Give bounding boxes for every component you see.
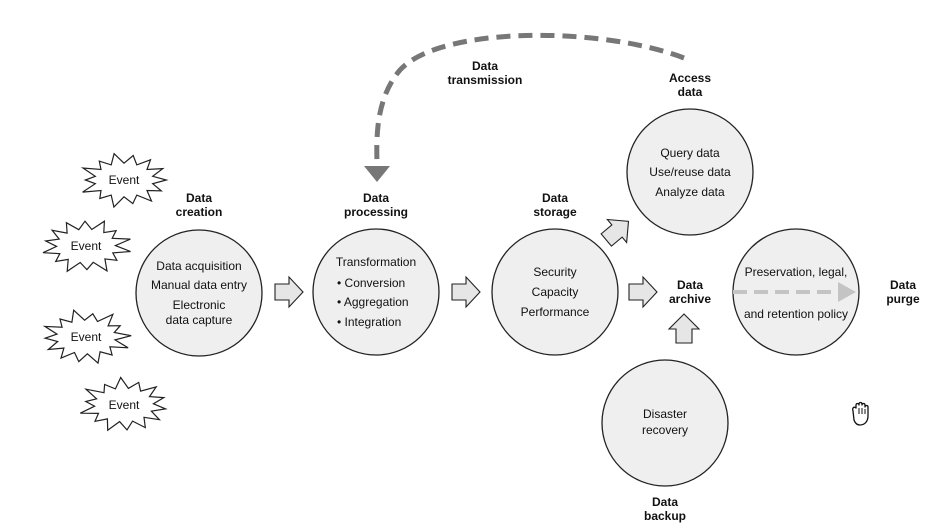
archive-title-2: archive [669,292,711,306]
processing-line-3: • Aggregation [337,295,409,309]
arrow-processing-to-storage [451,275,481,309]
storage-line-2: Capacity [532,285,579,299]
storage-title-2: storage [533,205,577,219]
storage-line-1: Security [533,265,576,279]
access-line-1: Query data [660,146,720,160]
backup-line-2: recovery [642,423,688,437]
archive-line-1: Preservation, legal, [745,265,848,279]
storage-title-1: Data [542,191,568,205]
archive-title-1: Data [677,278,703,292]
backup-circle [601,359,729,487]
arrow-creation-to-processing [274,275,304,309]
purge-title-2: purge [886,292,920,306]
creation-line-2: Manual data entry [151,278,247,292]
processing-title-1: Data [363,191,389,205]
hand-grab-icon [852,401,869,426]
access-line-2: Use/reuse data [649,165,731,179]
processing-line-2: • Conversion [337,276,405,290]
event-label-2: Event [71,239,102,253]
arrow-backup-to-archive [667,313,701,344]
event-label-1: Event [109,173,140,187]
processing-circle [312,228,440,356]
access-line-3: Analyze data [655,185,725,199]
storage-circle [491,228,619,356]
storage-line-3: Performance [521,305,590,319]
backup-title-2: backup [644,509,686,523]
access-title-1: Access [669,71,711,85]
creation-line-4: data capture [166,313,233,327]
transmission-arrow [364,32,685,182]
event-burst-3: Event [42,308,132,365]
backup-title-1: Data [652,495,678,509]
transmission-title-2: transmission [448,73,523,87]
processing-line-4: • Integration [337,315,401,329]
transmission-title-1: Data [472,59,498,73]
purge-dashed-arrow [733,282,856,302]
event-label-4: Event [109,398,140,412]
creation-title-1: Data [186,191,212,205]
event-burst-2: Event [42,220,131,273]
event-label-3: Event [71,330,102,344]
purge-title-1: Data [890,278,916,292]
access-title-2: data [678,85,703,99]
backup-line-1: Disaster [643,407,687,421]
creation-line-1: Data acquisition [156,259,241,273]
event-burst-4: Event [80,376,168,432]
archive-line-2: and retention policy [744,307,848,321]
creation-circle [135,229,263,357]
access-circle [626,108,754,236]
creation-line-3: Electronic [173,298,226,312]
arrow-storage-to-access [600,218,630,247]
processing-line-1: Transformation [336,255,416,269]
creation-title-2: creation [176,205,223,219]
event-burst-1: Event [80,152,169,209]
arrow-storage-to-archive [628,275,658,309]
processing-title-2: processing [344,205,408,219]
